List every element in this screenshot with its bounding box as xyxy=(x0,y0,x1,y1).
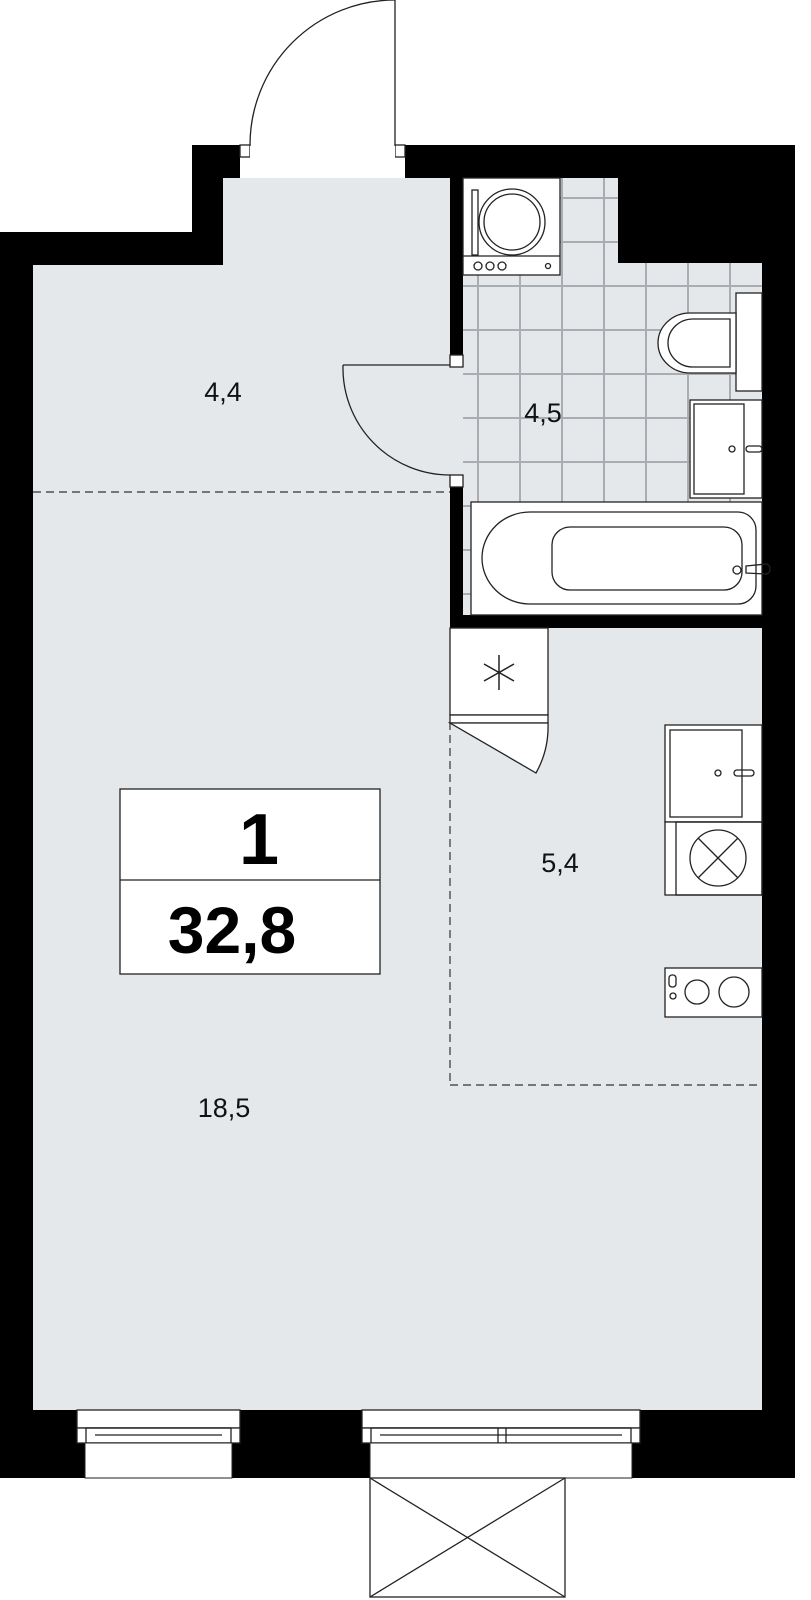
oven-icon xyxy=(664,821,763,896)
floor xyxy=(33,178,762,1410)
apartment-info-box: 1 32,8 xyxy=(119,788,381,975)
balcony xyxy=(369,1477,566,1598)
hallway-area: 4,4 xyxy=(204,377,242,407)
fridge-icon xyxy=(447,627,549,774)
living-room-area: 18,5 xyxy=(198,1093,251,1123)
rooms-count: 1 xyxy=(239,800,279,880)
cooktop-icon xyxy=(664,967,763,1018)
washing-machine-icon xyxy=(462,177,561,276)
kitchen-sink-icon xyxy=(664,724,763,823)
bathroom-area: 4,5 xyxy=(524,398,562,428)
bathroom-sink-icon xyxy=(689,399,763,499)
bathtub-icon xyxy=(470,501,771,616)
window-left xyxy=(76,1409,241,1479)
zone-dividers xyxy=(33,491,762,1086)
entrance-door xyxy=(239,0,406,177)
bathroom-door xyxy=(342,354,464,488)
window-balcony-door xyxy=(361,1409,641,1479)
kitchen-area: 5,4 xyxy=(541,848,579,878)
toilet-icon xyxy=(657,292,763,392)
total-area: 32,8 xyxy=(168,893,296,967)
